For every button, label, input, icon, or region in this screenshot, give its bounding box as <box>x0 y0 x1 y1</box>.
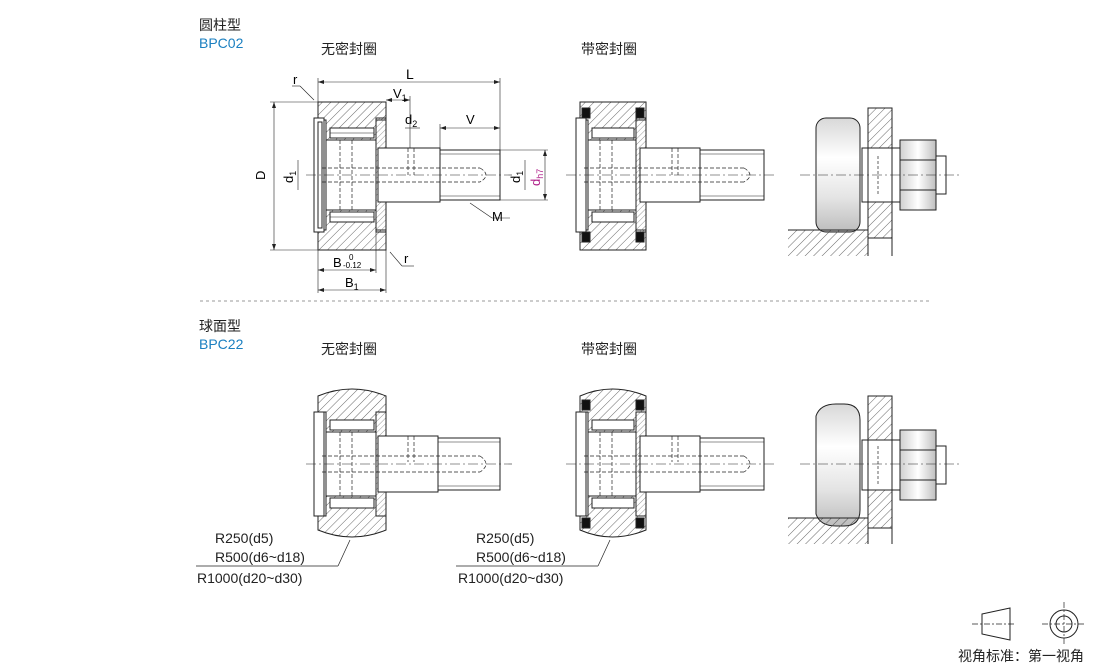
bpc22-sealed-drawing <box>456 388 776 567</box>
section-1-code: BPC02 <box>199 35 244 51</box>
radius-note-mid-3: R1000(d20~d30) <box>458 570 564 586</box>
dim-d2: d2 <box>405 112 417 129</box>
section-1-variant-unsealed: 无密封圈 <box>321 41 377 57</box>
dim-V1: V1 <box>393 86 407 103</box>
section-1-type-label: 圆柱型 <box>199 17 241 33</box>
dim-B: B <box>333 255 342 270</box>
dim-L: L <box>406 66 414 82</box>
bpc02-unsealed-drawing <box>270 78 548 293</box>
dim-r-bottom: r <box>404 251 409 266</box>
radius-note-mid-2: R500(d6~d18) <box>476 549 566 565</box>
radius-note-mid-1: R250(d5) <box>476 530 535 546</box>
section-1-variant-sealed: 带密封圈 <box>581 41 637 57</box>
dim-M: M <box>492 209 503 224</box>
dim-D: D <box>253 171 268 180</box>
first-angle-projection-icon <box>972 602 1086 646</box>
bpc02-sealed-drawing <box>566 101 776 251</box>
dim-B-tol-lower: -0.12 <box>343 261 362 270</box>
bpc02-mounted-drawing <box>788 107 960 256</box>
dim-B-tol-upper: 0 <box>349 253 354 262</box>
dim-B1: B1 <box>345 275 359 292</box>
bpc22-mounted-drawing <box>788 395 960 544</box>
projection-label: 视角标准：第一视角 <box>958 648 1084 664</box>
radius-note-left-2: R500(d6~d18) <box>215 549 305 565</box>
section-2-variant-sealed: 带密封圈 <box>581 341 637 357</box>
radius-note-left-1: R250(d5) <box>215 530 274 546</box>
section-2-code: BPC22 <box>199 336 244 352</box>
dim-V: V <box>466 112 475 127</box>
radius-note-left-3: R1000(d20~d30) <box>197 570 303 586</box>
dim-r-top: r <box>293 72 298 87</box>
bpc22-unsealed-drawing <box>196 388 512 567</box>
dim-d1-left: d1 <box>281 171 298 183</box>
section-2-variant-unsealed: 无密封圈 <box>321 341 377 357</box>
dim-dh7: dh7 <box>528 169 545 186</box>
dim-d1-right: d1 <box>508 171 525 183</box>
section-2-type-label: 球面型 <box>199 318 241 334</box>
